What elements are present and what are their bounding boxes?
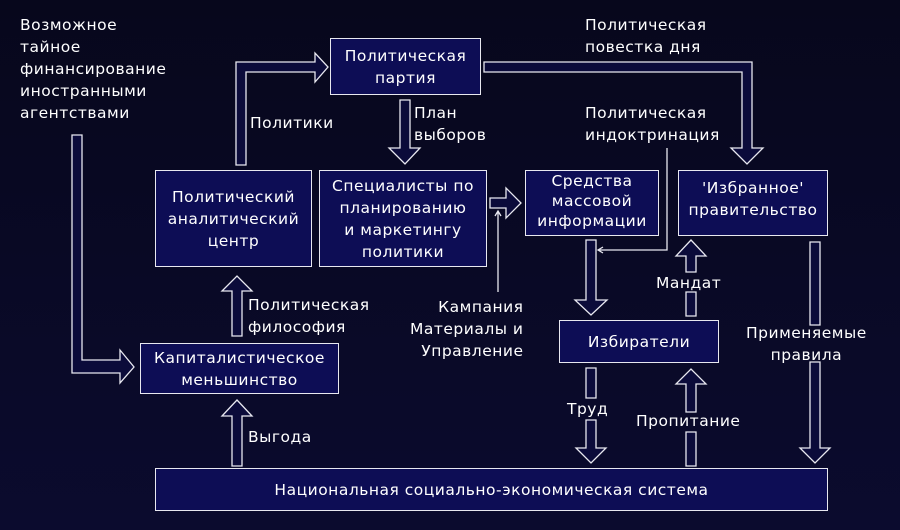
- label-agenda: Политическая повестка дня: [585, 16, 707, 56]
- arrow-foreign-funding: [71, 134, 135, 385]
- arrow-profit: [220, 399, 254, 467]
- arrow-agenda: [483, 61, 765, 165]
- box-national-system: Национальная социально-экономическая сис…: [155, 468, 828, 511]
- arrow-specialists-media: [489, 186, 522, 220]
- label-profit: Выгода: [248, 428, 312, 446]
- label-rules: Применяемые правила: [746, 324, 867, 364]
- label-philosophy: Политическая философия: [248, 296, 370, 336]
- label-sustenance: Пропитание: [636, 412, 741, 430]
- arrow-philosophy: [220, 275, 254, 337]
- label-mandate: Мандат: [656, 274, 722, 292]
- arrow-sustenance-upper: [674, 368, 708, 413]
- arrow-rules-upper: [809, 241, 821, 326]
- arrow-indoctrination: [596, 148, 668, 254]
- box-mass-media: Средства массовой информации: [525, 170, 659, 236]
- arrow-labour-upper: [585, 367, 597, 399]
- label-indoctrination: Политическая индоктринация: [585, 104, 720, 144]
- label-labour: Труд: [567, 400, 609, 418]
- arrow-sustenance-lower: [685, 431, 697, 467]
- box-capitalist-minority: Капиталистическое меньшинство: [140, 343, 339, 394]
- label-foreign-funding: Возможное тайное финансирование иностран…: [20, 16, 167, 122]
- box-voters: Избиратели: [559, 320, 719, 363]
- box-think-tank: Политический аналитический центр: [155, 170, 312, 267]
- arrow-media-voters: [573, 239, 609, 316]
- box-political-party: Политическая партия: [330, 38, 481, 95]
- label-election-plan: План выборов: [414, 104, 487, 144]
- arrow-labour-lower: [574, 419, 608, 464]
- arrow-campaign: [494, 209, 502, 292]
- box-specialists: Специалисты по планированию и маркетингу…: [319, 170, 487, 267]
- arrow-rules-lower: [798, 361, 832, 464]
- box-government: 'Избранное' правительство: [678, 170, 828, 236]
- arrow-policies: [235, 51, 329, 166]
- label-campaign: Кампания Материалы и Управление: [410, 298, 524, 360]
- arrow-election-plan: [387, 99, 422, 165]
- arrow-mandate-upper: [674, 239, 708, 273]
- label-policies: Политики: [250, 114, 334, 132]
- arrow-mandate-lower: [685, 291, 697, 317]
